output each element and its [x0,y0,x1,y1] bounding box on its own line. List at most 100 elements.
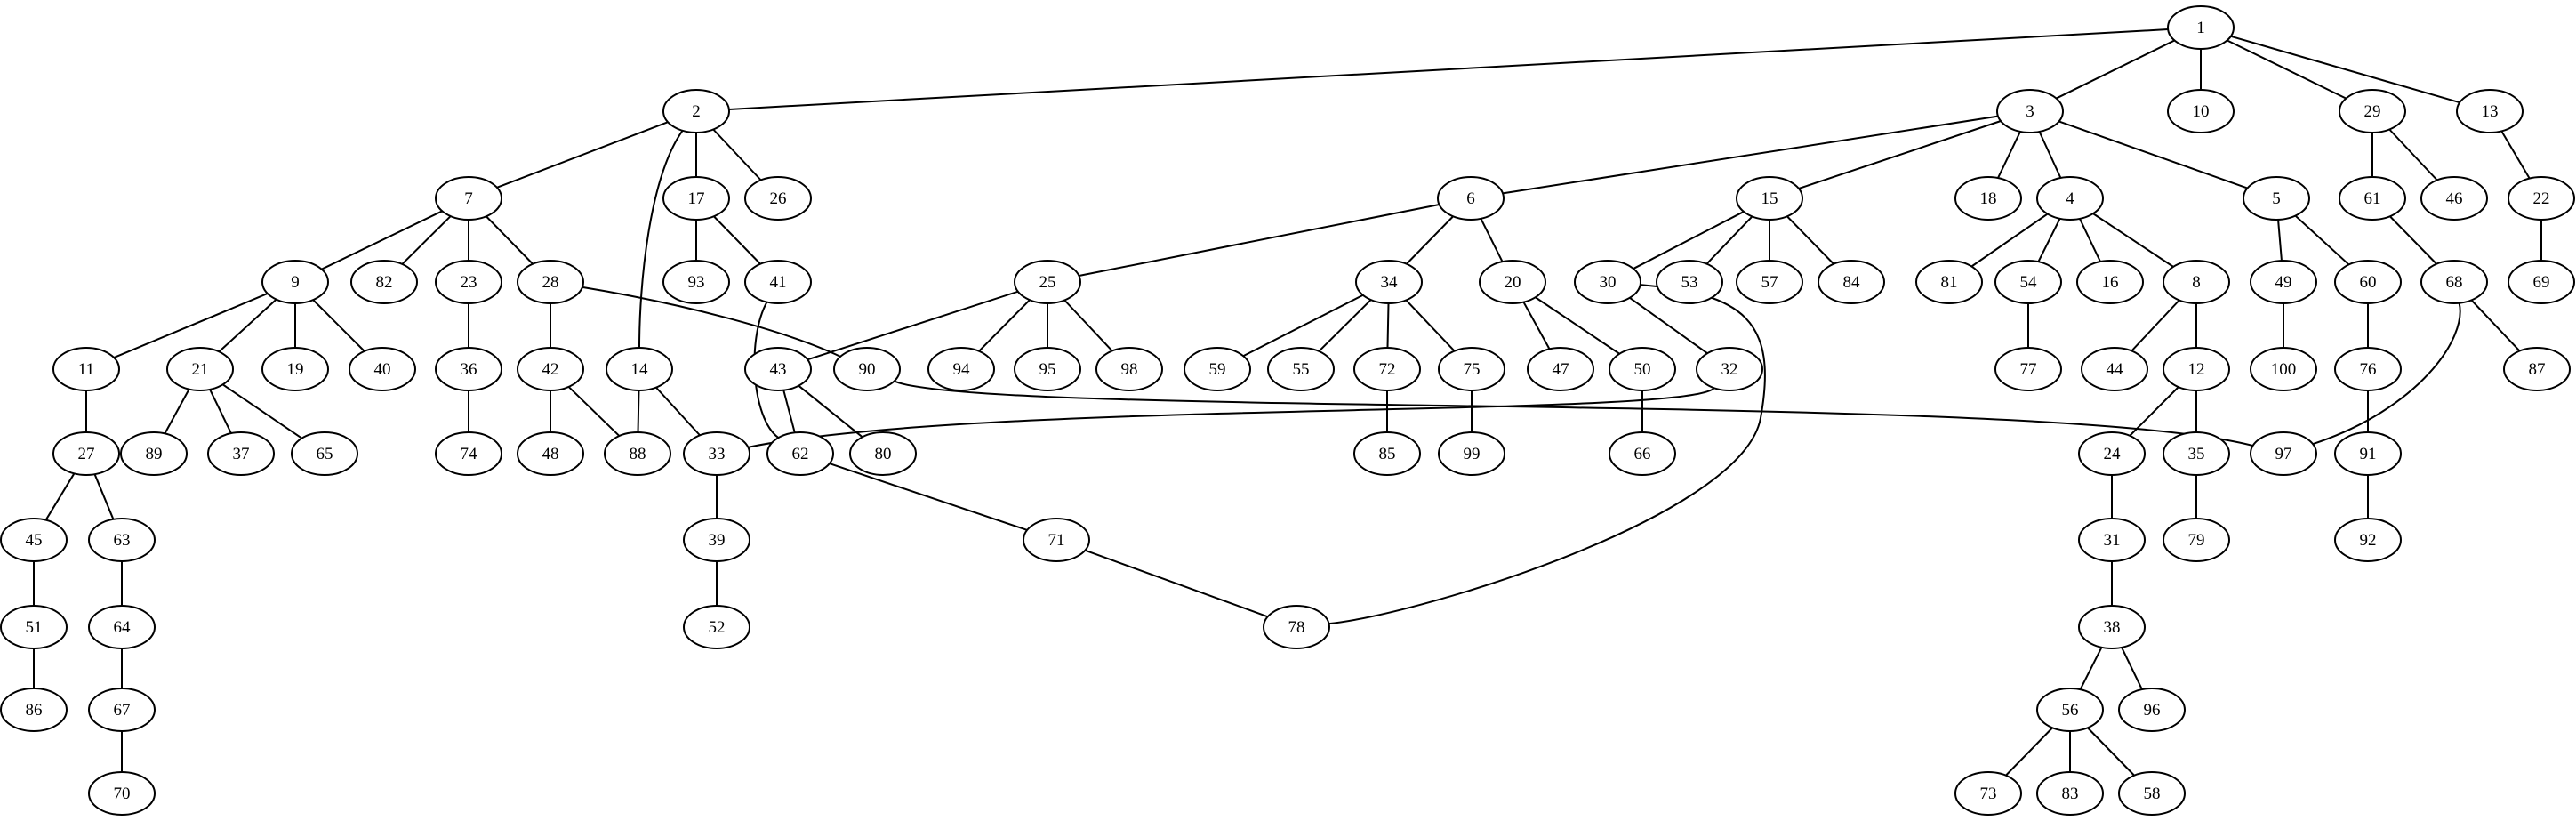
node-ellipse [2508,260,2575,304]
node-ellipse [349,347,416,391]
node-57: 57 [1736,260,1803,304]
node-label: 66 [1634,445,1651,463]
node-52: 52 [683,605,750,649]
node-label: 76 [2360,360,2377,379]
node-label: 70 [114,785,131,803]
node-ellipse [435,347,502,391]
node-label: 12 [2188,360,2205,379]
node-label: 85 [1379,445,1396,463]
node-label: 35 [2188,445,2205,463]
node-75: 75 [1438,347,1505,391]
node-label: 65 [317,445,333,463]
node-label: 61 [2364,189,2381,208]
node-label: 69 [2533,273,2550,292]
node-label: 17 [688,189,705,208]
node-60: 60 [2334,260,2402,304]
node-92: 92 [2334,518,2402,562]
node-label: 83 [2062,785,2079,803]
node-label: 53 [1681,273,1698,292]
node-42: 42 [517,347,584,391]
node-label: 41 [770,273,787,292]
node-51: 51 [0,605,68,649]
node-55: 55 [1267,347,1335,391]
node-35: 35 [2163,431,2230,476]
edge-56-58 [2087,727,2135,777]
node-label: 67 [114,701,131,720]
node-62: 62 [766,431,834,476]
edge-27-45 [44,472,76,521]
node-label: 28 [542,273,559,292]
edge-34-75 [1405,299,1456,352]
node-ellipse [604,431,671,476]
node-label: 97 [2275,445,2292,463]
node-11: 11 [52,347,120,391]
node-66: 66 [1609,431,1676,476]
node-label: 20 [1505,273,1521,292]
edge-3-6 [1502,115,1999,195]
node-39: 39 [683,518,750,562]
node-ellipse [2118,688,2186,732]
edge-2-26 [712,128,762,181]
edge-1-13 [2230,35,2460,104]
node-43: 43 [744,347,812,391]
edge-20-47 [1522,302,1551,350]
node-ellipse [1438,347,1505,391]
node-label: 43 [770,360,787,379]
edge-29-46 [2388,128,2438,181]
node-ellipse [88,605,156,649]
node-label: 8 [2192,273,2201,292]
edge-4-81 [1970,213,2049,268]
node-ellipse [1609,347,1676,391]
node-13: 13 [2456,89,2524,133]
node-label: 47 [1553,360,1569,379]
node-label: 92 [2360,531,2377,550]
node-label: 91 [2360,445,2377,463]
edge-61-68 [2389,215,2437,265]
node-label: 32 [1721,360,1738,379]
node-45: 45 [0,518,68,562]
node-36: 36 [435,347,502,391]
node-10: 10 [2167,89,2235,133]
node-label: 57 [1761,273,1778,292]
node-67: 67 [88,688,156,732]
node-label: 15 [1761,189,1778,208]
node-22: 22 [2508,176,2575,221]
node-20: 20 [1479,260,1546,304]
node-ellipse [683,431,750,476]
node-ellipse [1736,176,1803,221]
edge-43-80 [798,384,863,439]
edge-28-90 [582,286,841,358]
node-ellipse [606,347,673,391]
node-label: 42 [542,360,559,379]
node-ellipse [1353,431,1421,476]
node-label: 10 [2193,102,2210,121]
edge-38-96 [2121,647,2143,690]
node-ellipse [2420,260,2488,304]
node-77: 77 [1994,347,2062,391]
node-ellipse [2508,176,2575,221]
node-label: 88 [630,445,646,463]
node-41: 41 [744,260,812,304]
edge-9-11 [113,293,269,358]
node-label: 7 [464,189,473,208]
node-label: 60 [2360,273,2377,292]
node-ellipse [744,176,812,221]
node-27: 27 [52,431,120,476]
node-label: 72 [1379,360,1396,379]
node-54: 54 [1994,260,2062,304]
edge-15-84 [1786,215,1834,265]
node-label: 98 [1121,360,1138,379]
node-ellipse [2334,518,2402,562]
node-74: 74 [435,431,502,476]
node-44: 44 [2081,347,2148,391]
node-label: 5 [2272,189,2281,208]
node-72: 72 [1353,347,1421,391]
node-ellipse [207,431,275,476]
node-label: 39 [709,531,726,550]
node-53: 53 [1656,260,1723,304]
edge-7-82 [401,215,452,265]
edge-43-62 [782,390,796,433]
node-ellipse [2163,260,2230,304]
edge-13-22 [2500,130,2531,180]
node-label: 96 [2144,701,2161,720]
